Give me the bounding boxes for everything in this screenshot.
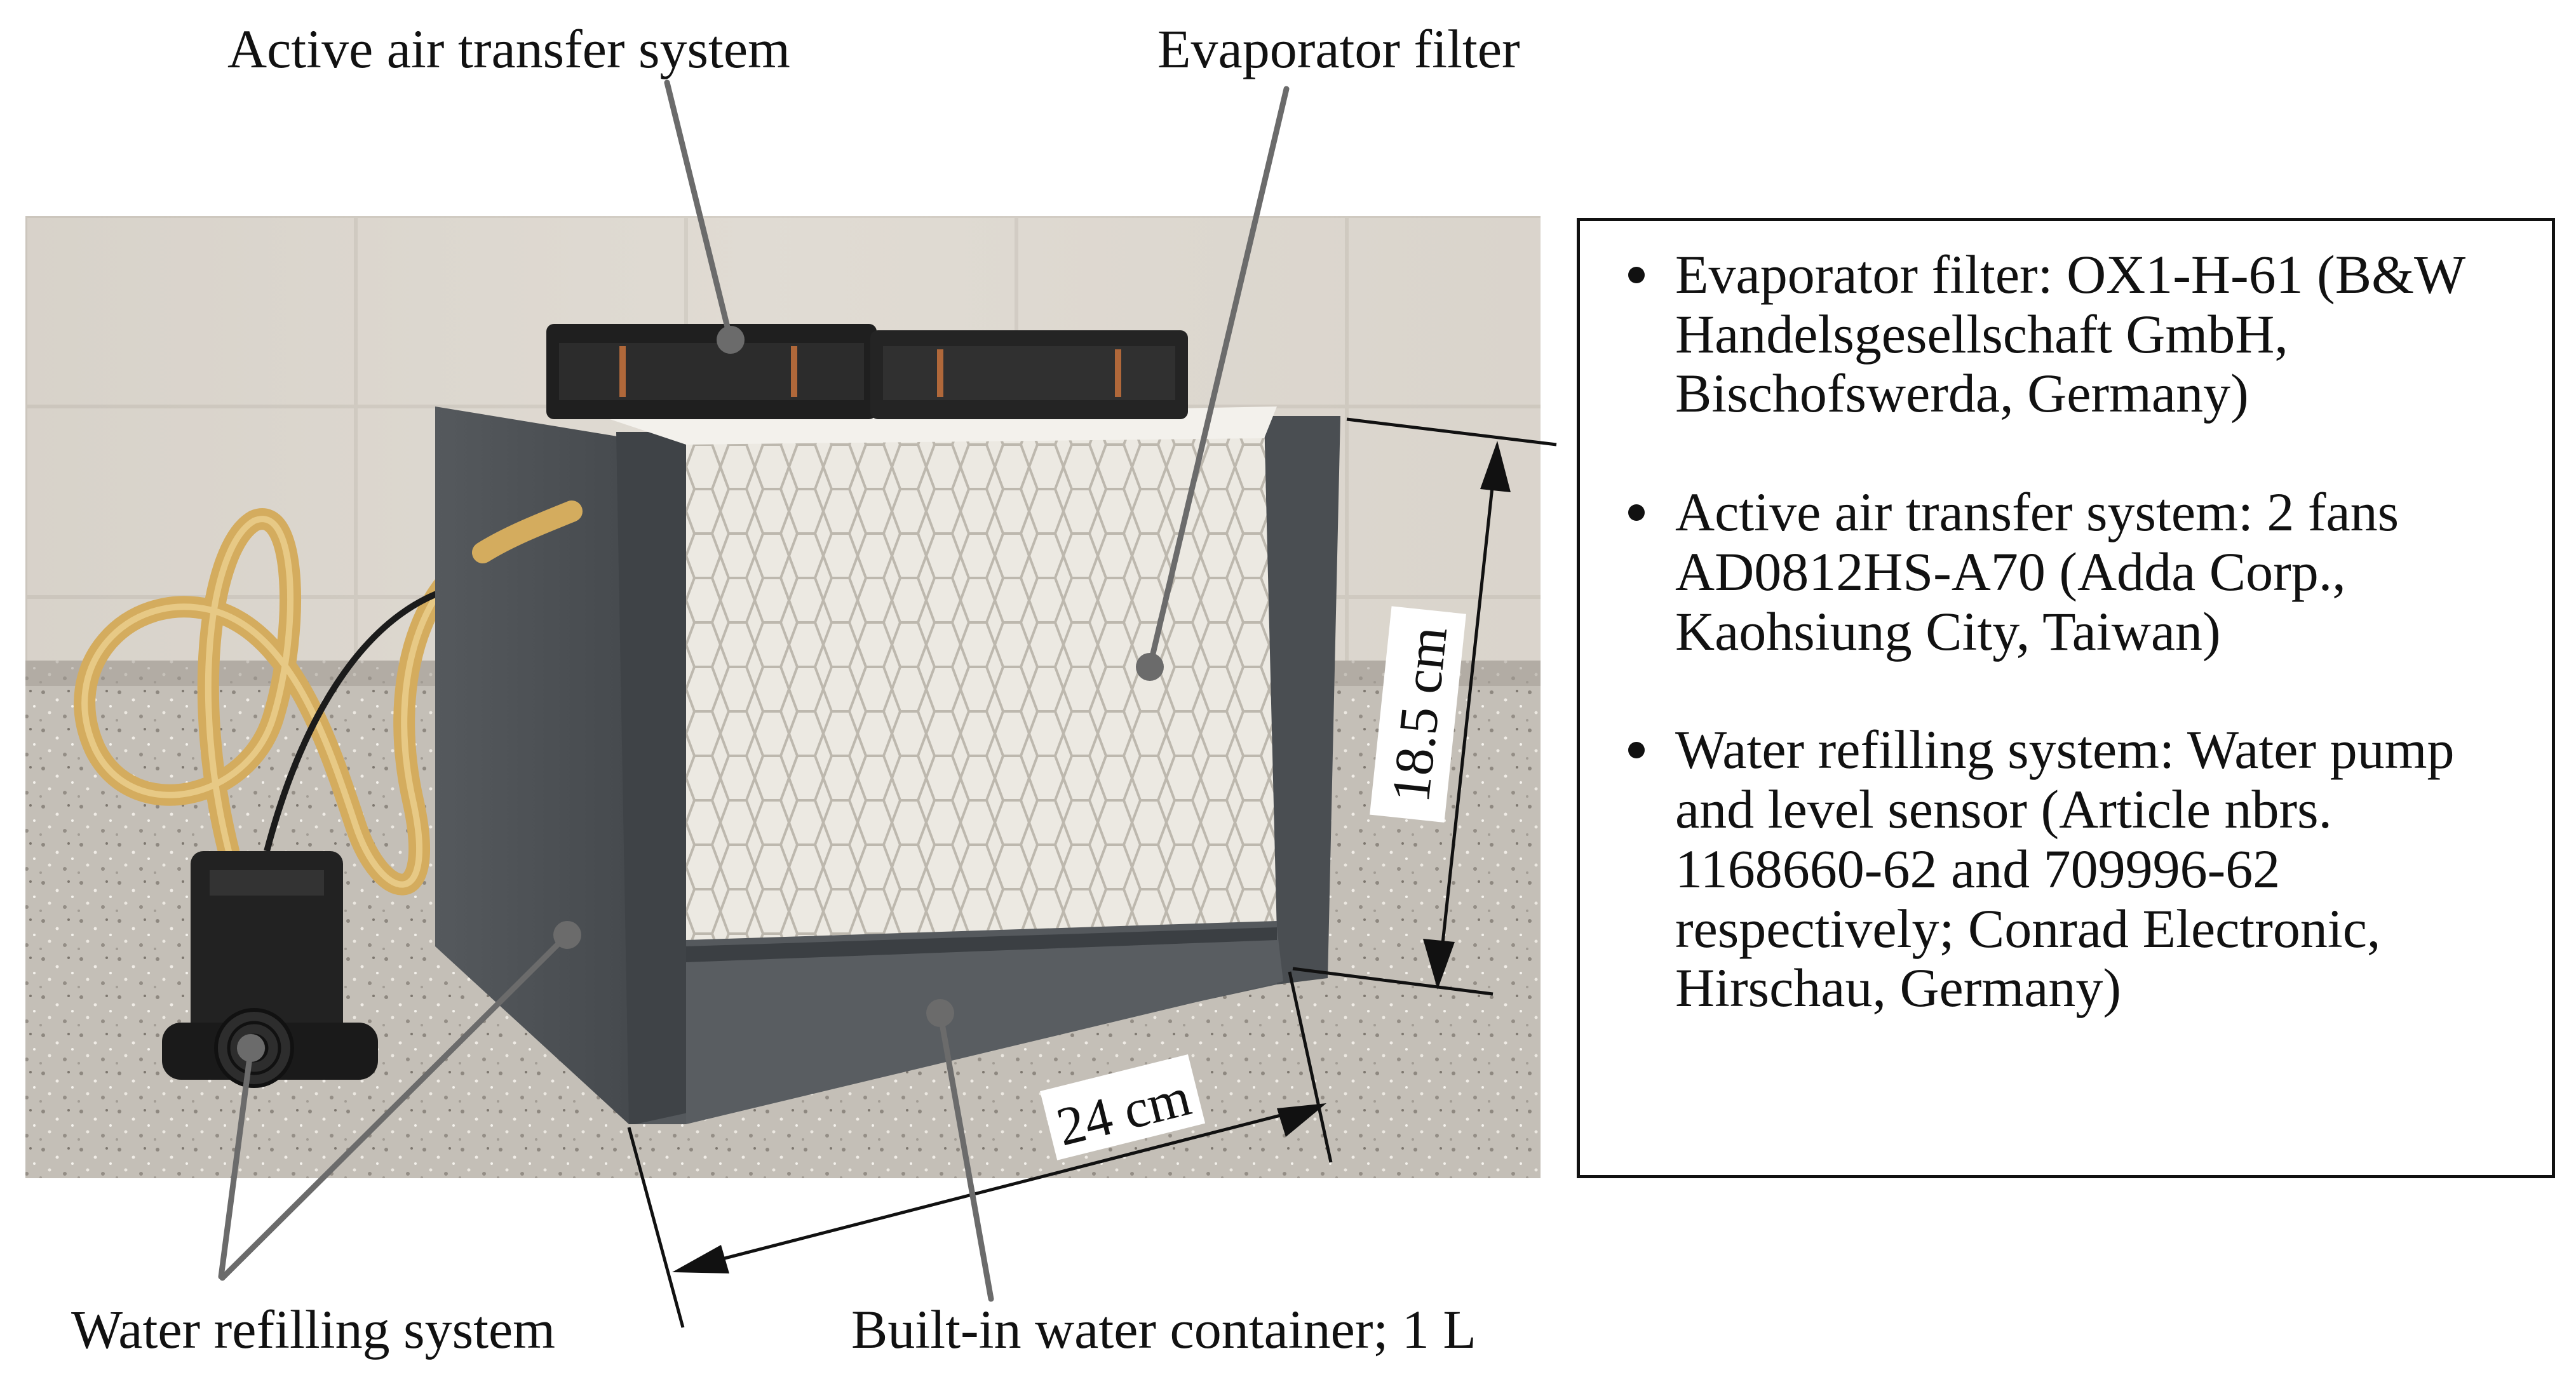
- cable: [264, 588, 446, 852]
- dimension-lines: [627, 417, 1557, 1328]
- width-extension-left: [627, 1127, 685, 1328]
- callout-line-container: [937, 1010, 994, 1302]
- height-dimension-line: [1437, 452, 1498, 979]
- label-evaporator: Evaporator filter: [1157, 18, 1520, 79]
- fan-left: [546, 324, 877, 419]
- spec-item-air-transfer: Active air transfer system: 2 fans AD081…: [1605, 481, 2526, 662]
- evaporator-filter: [686, 422, 1277, 946]
- label-air-transfer: Active air transfer system: [227, 18, 790, 79]
- spec-text: Active air transfer system: 2 fans AD081…: [1675, 481, 2399, 662]
- label-water-refilling: Water refilling system: [71, 1299, 556, 1360]
- callout-line-air-transfer: [664, 79, 734, 343]
- bullet-icon: [1628, 742, 1645, 759]
- width-extension-right: [1288, 971, 1333, 1163]
- spec-text: Water refilling system: Water pump and l…: [1675, 719, 2455, 1019]
- height-extension-top: [1346, 417, 1557, 447]
- callout-lines: [218, 79, 1290, 1302]
- height-label: 18.5 cm: [1370, 606, 1466, 823]
- specifications-box: Evaporator filter: OX1-H-61 (B&W Handels…: [1577, 218, 2555, 1178]
- bullet-icon: [1628, 267, 1645, 283]
- callout-line-evaporator: [1147, 86, 1290, 670]
- height-extension-bottom: [1292, 967, 1494, 996]
- box-side-panel: [435, 406, 629, 1124]
- label-container: Built-in water container; 1 L: [851, 1299, 1476, 1360]
- callout-line-sidepanel: [219, 932, 570, 1281]
- spec-text: Evaporator filter: OX1-H-61 (B&W Handels…: [1675, 244, 2465, 424]
- box-frame-right: [1264, 416, 1340, 984]
- callout-dots: [237, 326, 1164, 1062]
- water-container: [686, 927, 1283, 1124]
- box-frame-left: [616, 432, 686, 1124]
- bullet-icon: [1628, 504, 1645, 521]
- photo-scene: [25, 216, 1541, 1178]
- dimension-arrowheads: [672, 441, 1511, 1273]
- spec-item-water-refilling: Water refilling system: Water pump and l…: [1605, 720, 2526, 1018]
- width-dimension-line: [682, 1105, 1316, 1271]
- callout-line-pump: [218, 1045, 254, 1280]
- spec-item-evaporator: Evaporator filter: OX1-H-61 (B&W Handels…: [1605, 245, 2526, 424]
- specifications-list: Evaporator filter: OX1-H-61 (B&W Handels…: [1605, 245, 2526, 1018]
- fan-right: [870, 330, 1188, 419]
